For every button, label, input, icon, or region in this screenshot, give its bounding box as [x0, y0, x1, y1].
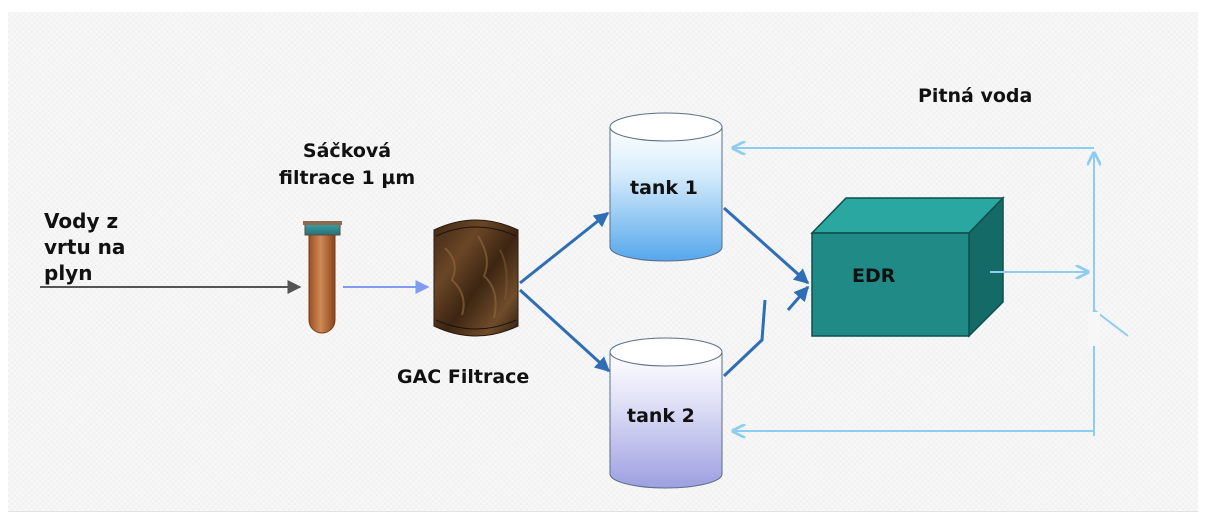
bag-filter-label: Sáčková filtrace 1 µm [278, 140, 416, 189]
flow-arrow-gac-to-tank1 [519, 211, 610, 285]
treated-water-network [733, 148, 1129, 436]
gac-filter-label: GAC Filtrace [397, 366, 530, 388]
flow-arrow-tank1-to-edr [723, 206, 810, 285]
background-divider [8, 511, 1198, 512]
drinking-water-label: Pitná voda [918, 85, 1033, 107]
flow-line-tank2-to-edr [722, 299, 767, 378]
flow-arrow-tank2-to-edr [786, 285, 810, 311]
bag-filter-icon [303, 221, 342, 334]
tank-1-icon [609, 112, 723, 262]
tank-2-label: tank 2 [627, 405, 695, 427]
flow-arrow-gac-to-tank2 [518, 288, 611, 373]
tank-2-icon [609, 337, 723, 489]
edr-unit-icon [810, 196, 1005, 338]
source-water-label: Vody z vrtu na plyn [44, 209, 126, 285]
tank-1-label: tank 1 [630, 177, 698, 199]
edr-label: EDR [852, 265, 896, 287]
gac-filter-icon [433, 219, 519, 337]
